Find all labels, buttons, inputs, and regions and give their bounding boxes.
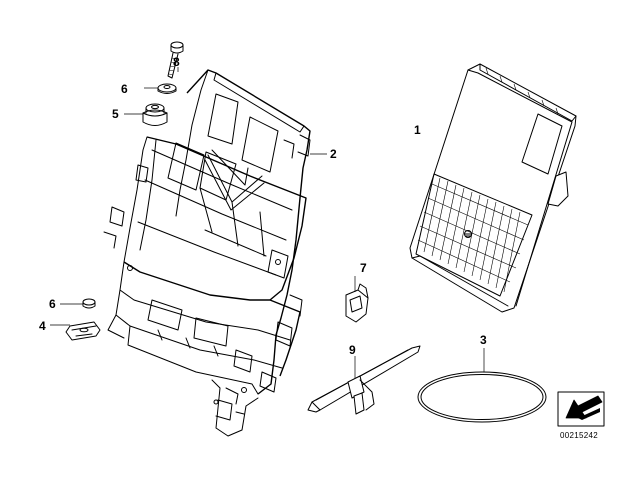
part-6-washer-bottom bbox=[82, 298, 96, 309]
part-2-bracket bbox=[103, 69, 311, 437]
callout-8: 8 bbox=[173, 55, 180, 69]
callout-3: 3 bbox=[480, 333, 487, 347]
leader-lines bbox=[50, 67, 485, 378]
part-6-washer-top bbox=[157, 83, 177, 94]
part-8-screw bbox=[167, 41, 184, 79]
callout-6-top: 6 bbox=[121, 82, 128, 96]
part-7-clip bbox=[345, 283, 369, 323]
part-5-grommet bbox=[142, 103, 168, 126]
part-1-control-module bbox=[409, 63, 577, 313]
callout-7: 7 bbox=[360, 261, 367, 275]
part-4-clip-nut bbox=[65, 321, 101, 341]
part-3-seal-ring bbox=[417, 371, 547, 423]
callout-1: 1 bbox=[414, 123, 421, 137]
callout-9: 9 bbox=[349, 343, 356, 357]
callout-6-bottom: 6 bbox=[49, 297, 56, 311]
callout-5: 5 bbox=[112, 107, 119, 121]
arrow-down-left-icon bbox=[557, 391, 605, 427]
part-9-cable-tie bbox=[307, 345, 421, 415]
callout-4: 4 bbox=[39, 319, 46, 333]
callout-2: 2 bbox=[330, 147, 337, 161]
document-number: 00215242 bbox=[560, 431, 598, 440]
